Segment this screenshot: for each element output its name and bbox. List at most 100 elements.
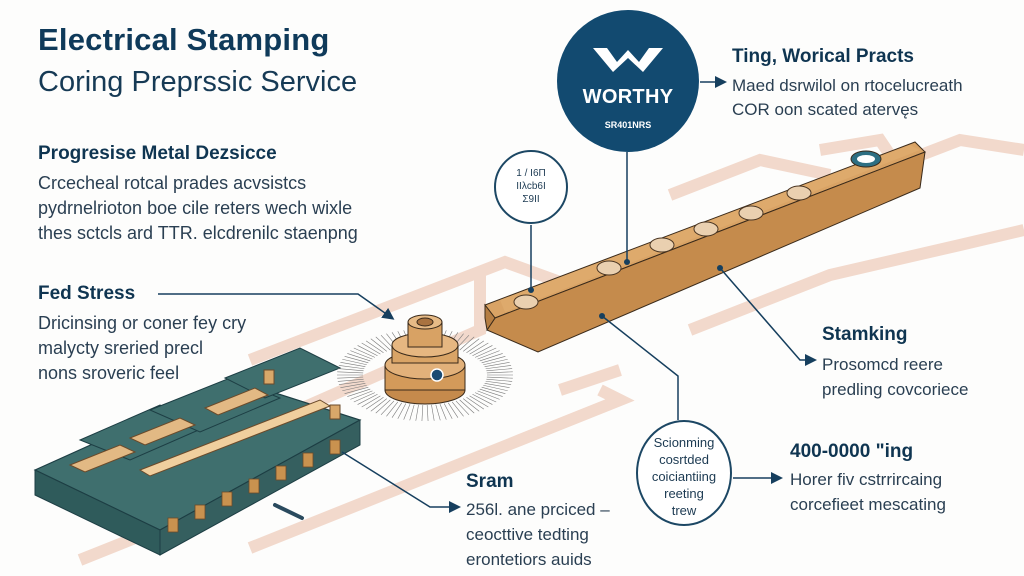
top-right-line: COR oon scated atervęs — [732, 100, 919, 119]
sunburst-ray — [486, 371, 513, 374]
sunburst-ray — [340, 362, 366, 368]
sunburst-ray — [350, 390, 373, 400]
sunburst-ray — [483, 384, 508, 392]
spec-circle-large: Scionming cosrtded coiciantiing reeting … — [636, 420, 732, 526]
sunburst-ray — [479, 353, 503, 362]
logo-tagline: SR401NRS — [604, 120, 652, 130]
sunburst-ray — [357, 394, 378, 405]
page-title: Electrical Stamping — [38, 22, 330, 57]
spec-line: IIλcb6I — [516, 181, 546, 192]
spec-line: 1 / I6Π — [516, 168, 546, 179]
numbers-line: Horer fiv cstrrircaing — [790, 470, 943, 489]
sunburst-ray — [481, 386, 506, 394]
sunburst-ray — [481, 356, 506, 364]
worthy-logo: WORTHY SR401NRS — [557, 10, 699, 152]
sram-line: 256l. ane prciced – — [466, 500, 610, 519]
spec-line: Σ9II — [522, 194, 540, 205]
sunburst-ray — [344, 356, 369, 364]
numbers-line: corcefieet mescating — [790, 495, 946, 514]
sunburst-ray — [347, 353, 371, 362]
sunburst-ray — [365, 397, 384, 410]
sunburst-ray — [347, 388, 371, 397]
sunburst-ray — [426, 404, 429, 421]
sunburst-ray — [353, 392, 375, 403]
fed-stress-line: Dricinsing or coner fey cry — [38, 313, 247, 333]
top-right-heading: Ting, Worical Practs — [732, 46, 914, 67]
sunburst-ray — [486, 368, 513, 372]
sunburst-ray — [431, 404, 435, 421]
sunburst-ray — [484, 382, 510, 388]
sunburst-ray — [479, 388, 503, 397]
progressive-body: Crcecheal rotcal prades acvsistcs pydrne… — [38, 171, 358, 246]
numbers-body: Horer fiv cstrrircaing corcefieet mescat… — [790, 467, 946, 517]
sunburst-ray — [469, 342, 489, 355]
top-right-body: Maed dsrwilol on rtocelucreath COR oon s… — [732, 74, 963, 122]
sunburst-ray — [486, 376, 513, 379]
sunburst-ray — [357, 345, 378, 356]
sunburst-ray — [375, 399, 391, 414]
sunburst-ray — [486, 378, 513, 382]
connector-dots — [528, 259, 723, 319]
sunburst-ray — [337, 371, 364, 374]
sunburst-ray — [337, 378, 364, 382]
circle-line: reeting — [664, 486, 704, 501]
sunburst-ray — [483, 358, 508, 366]
sunburst-ray — [466, 340, 485, 353]
fed-stress-body: Dricinsing or coner fey cry malycty srer… — [38, 311, 246, 386]
sram-line: ceocttive tedting — [466, 525, 589, 544]
sunburst-ray — [342, 358, 367, 366]
sunburst-ray — [386, 401, 399, 417]
circle-line: trew — [671, 503, 697, 518]
sunburst-ray — [391, 402, 403, 418]
sunburst-ray — [337, 368, 364, 372]
sunburst-ray — [462, 398, 480, 412]
progressive-line: thes sctcls ard TTR. elcdrenilc staenpng — [38, 223, 358, 243]
sunburst-ray — [475, 347, 497, 358]
w-chevron-icon — [593, 48, 663, 72]
progressive-die — [33, 347, 362, 556]
sunburst-ray — [472, 394, 493, 405]
sunburst-ray — [484, 362, 510, 368]
top-right-line: Maed dsrwilol on rtocelucreath — [732, 76, 963, 95]
progressive-line: pydrnelrioton boe cile reters wech wixle — [38, 198, 353, 218]
sunburst-ray — [475, 392, 497, 403]
circle-line: Scionming — [653, 435, 715, 450]
sunburst-ray — [469, 395, 489, 408]
sunburst-ray — [342, 384, 367, 392]
sunburst-ray — [337, 376, 364, 379]
circle-line: coiciantiing — [651, 469, 717, 484]
progressive-line: Crcecheal rotcal prades acvsistcs — [38, 173, 307, 193]
sunburst-ray — [462, 338, 480, 352]
logo-brand: WORTHY — [582, 86, 674, 108]
sunburst-ray — [435, 404, 441, 421]
sunburst-ray — [338, 380, 365, 385]
sunburst-ray — [459, 399, 475, 414]
sunburst-ray — [477, 390, 500, 400]
sunburst-ray — [409, 404, 415, 421]
sunburst-ray — [439, 403, 447, 420]
sunburst-ray — [421, 404, 424, 421]
fed-stress-line: malycty sreried precl — [38, 338, 204, 358]
spec-circle-small: 1 / I6Π IIλcb6I Σ9II — [494, 150, 568, 224]
sunburst-ray — [397, 403, 407, 419]
sunburst-ray — [365, 340, 384, 353]
copper-strip — [484, 141, 926, 353]
sunburst-ray — [485, 380, 512, 385]
sunburst-ray — [361, 395, 381, 408]
progressive-heading: Progresise Metal Dezsicce — [38, 143, 277, 164]
bushing-part — [337, 314, 513, 421]
sunburst-ray — [447, 402, 459, 418]
numbers-heading: 400-0000 "ing — [790, 441, 914, 462]
sunburst-ray — [451, 401, 464, 417]
sunburst-ray — [338, 365, 365, 370]
sunburst-ray — [477, 350, 500, 360]
sunburst-ray — [380, 400, 395, 416]
sunburst-ray — [443, 403, 453, 419]
sunburst-ray — [370, 398, 388, 412]
sunburst-ray — [350, 350, 373, 360]
sunburst-ray — [353, 347, 375, 358]
sunburst-ray — [344, 386, 369, 394]
sunburst-ray — [375, 336, 391, 351]
sunburst-ray — [459, 336, 475, 351]
